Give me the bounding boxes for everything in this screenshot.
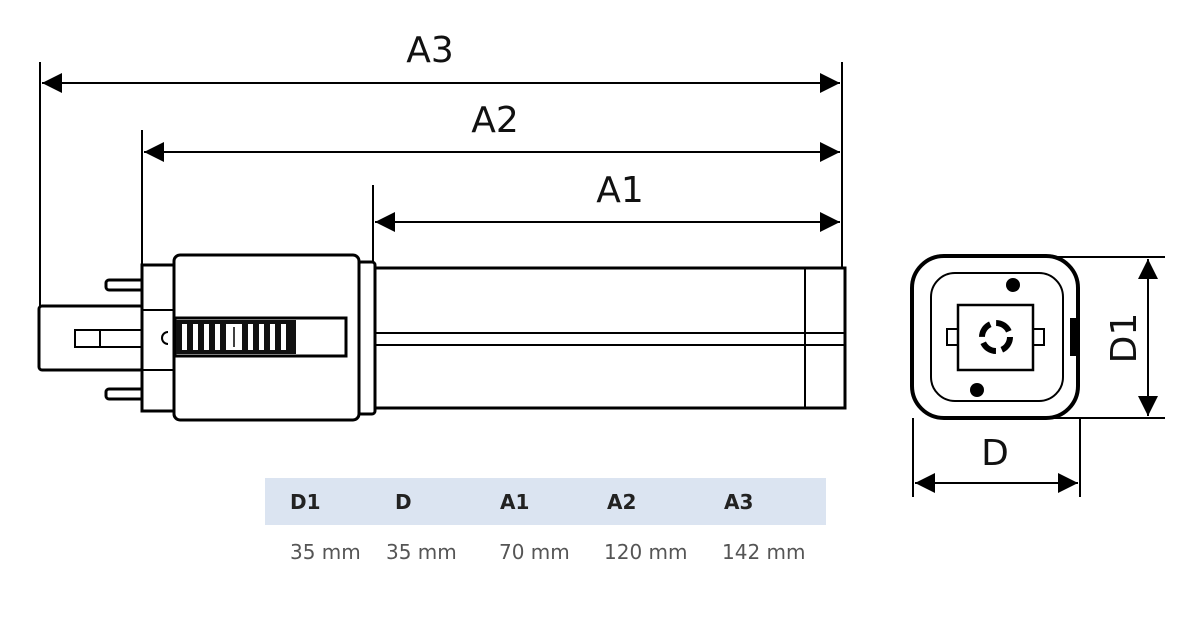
table-header-cell: A3 (724, 490, 753, 514)
table-header-cell: A2 (607, 490, 636, 514)
label-d1: D1 (1104, 313, 1145, 364)
end-view-extension-lines (912, 256, 1165, 497)
center-pin (74, 329, 144, 348)
lamp-tube (371, 266, 847, 410)
table-value-cell: 35 mm (386, 540, 457, 564)
socket-key (956, 303, 1035, 372)
label-a3: A3 (406, 30, 454, 71)
table-header-cell: D1 (290, 490, 321, 514)
label-a2: A2 (471, 100, 519, 141)
table-header-cell: D (395, 490, 412, 514)
lamp-side-view (37, 253, 847, 422)
table-header-row (265, 478, 826, 525)
table-value-cell: 35 mm (290, 540, 361, 564)
lower-pin (104, 387, 146, 401)
upper-pin (104, 278, 146, 292)
lamp-end-view (910, 254, 1080, 420)
label-d: D (981, 433, 1009, 474)
label-a1: A1 (596, 170, 644, 211)
table-value-cell: 142 mm (722, 540, 806, 564)
table-value-cell: 120 mm (604, 540, 688, 564)
table-header-cell: A1 (500, 490, 529, 514)
pin-block (140, 263, 177, 413)
table-value-cell: 70 mm (499, 540, 570, 564)
dimension-table: D1 D A1 A2 A3 35 mm 35 mm 70 mm 120 mm 1… (265, 478, 826, 564)
collar-ring (356, 260, 377, 416)
